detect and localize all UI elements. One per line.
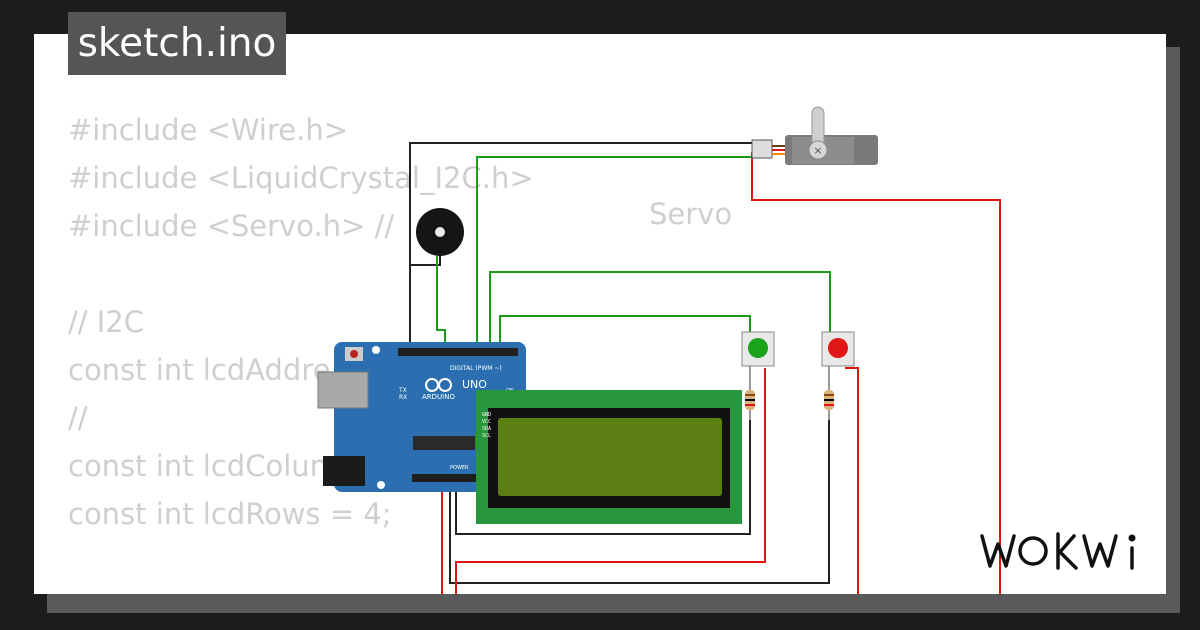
lcd-pin-label: SCL: [482, 433, 491, 439]
board-model-label: UNO: [462, 378, 487, 391]
wokwi-logo[interactable]: [978, 526, 1150, 574]
lcd-pin-label: SDA: [482, 426, 491, 432]
lcd-pin-label: GND: [482, 412, 491, 418]
code-line: #include <Wire.h>: [68, 113, 349, 147]
wire-red: [455, 368, 766, 594]
pushbutton-red[interactable]: [821, 331, 855, 367]
code-line: //: [68, 401, 88, 435]
code-line: //: [68, 586, 534, 594]
code-preview: #include <Wire.h> #include <LiquidCrysta…: [68, 106, 534, 594]
preview-card: #include <Wire.h> #include <LiquidCrysta…: [34, 34, 1166, 594]
resistor: [745, 390, 755, 410]
pushbutton-green[interactable]: [741, 331, 775, 367]
wire-green: [436, 256, 446, 355]
infinity-logo: [425, 378, 452, 392]
wire-red: [751, 152, 1001, 594]
wire-green: [476, 156, 752, 355]
resistor: [824, 390, 834, 410]
servo-motor: ×: [751, 106, 878, 165]
lcd-2004-module: GND VCC SDA SCL: [476, 390, 742, 524]
code-line: #include <LiquidCrystal_I2C.h>: [68, 161, 534, 195]
file-name-tab[interactable]: sketch.ino: [68, 12, 286, 75]
buzzer: [416, 208, 464, 256]
code-line: const int lcdRows = 4;: [68, 497, 392, 531]
wire-green: [499, 315, 751, 355]
power-header-label: POWER: [450, 465, 469, 471]
wire-black: [409, 142, 752, 355]
arduino-uno-board: DIGITAL (PWM ~) UNO ARDUINO TX RX ON POW…: [317, 342, 526, 492]
svg-text:×: ×: [813, 144, 822, 157]
code-line: const int lcdAddre: [68, 353, 331, 387]
digital-header-label: DIGITAL (PWM ~): [450, 365, 502, 372]
board-brand-label: ARDUINO: [422, 393, 455, 401]
wire-green: [489, 271, 831, 355]
rx-label: RX: [399, 394, 407, 401]
servo-comment-text: Servo: [649, 197, 733, 231]
wire-red: [845, 367, 859, 594]
code-line: #include <Servo.h> //: [68, 209, 395, 243]
code-line: // I2C: [68, 305, 145, 339]
tx-label: TX: [398, 387, 407, 394]
code-line: const int lcdColun: [68, 449, 329, 483]
lcd-pin-label: VCC: [482, 419, 491, 425]
